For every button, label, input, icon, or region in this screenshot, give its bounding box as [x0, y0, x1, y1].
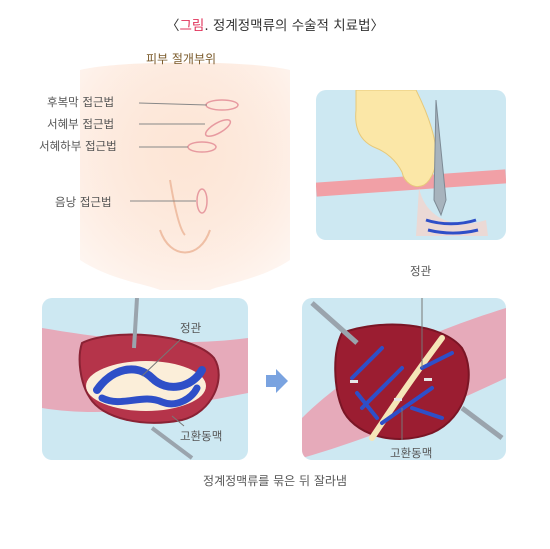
torso-skin [80, 62, 290, 290]
right-vas-deferens-label: 정관 [410, 264, 432, 278]
operative-field-right-panel [302, 298, 506, 460]
label-scrotal: 음낭 접근법 [55, 195, 112, 209]
label-retroperitoneal: 후복막 접근법 [47, 95, 115, 109]
label-inguinal: 서혜부 접근법 [47, 117, 115, 131]
title-highlight: 그림 [179, 18, 205, 34]
body-illustration [80, 62, 290, 290]
operative-field-left-panel [42, 298, 248, 460]
left-vas-deferens-label: 정관 [180, 321, 202, 335]
right-testicular-artery-label: 고환동맥 [390, 446, 433, 460]
hand-instrument-illustration [316, 90, 506, 236]
figure-title: 〈그림. 정계정맥류의 수술적 치료법〉 [165, 18, 385, 34]
label-subinguinal: 서혜하부 접근법 [39, 139, 117, 153]
incision-scrotal [196, 188, 208, 214]
operative-field-left-illustration [42, 298, 248, 460]
incision-inguinal [204, 119, 232, 137]
microsurgery-panel [316, 90, 506, 240]
operative-field-right-illustration [302, 298, 506, 458]
arrow-right-icon [266, 369, 288, 393]
figure-caption: 정계정맥류를 묶은 뒤 잘라냄 [203, 474, 347, 488]
left-testicular-artery-label: 고환동맥 [180, 429, 223, 443]
incision-heading: 피부 절개부위 [146, 52, 217, 66]
forceps [433, 99, 447, 217]
